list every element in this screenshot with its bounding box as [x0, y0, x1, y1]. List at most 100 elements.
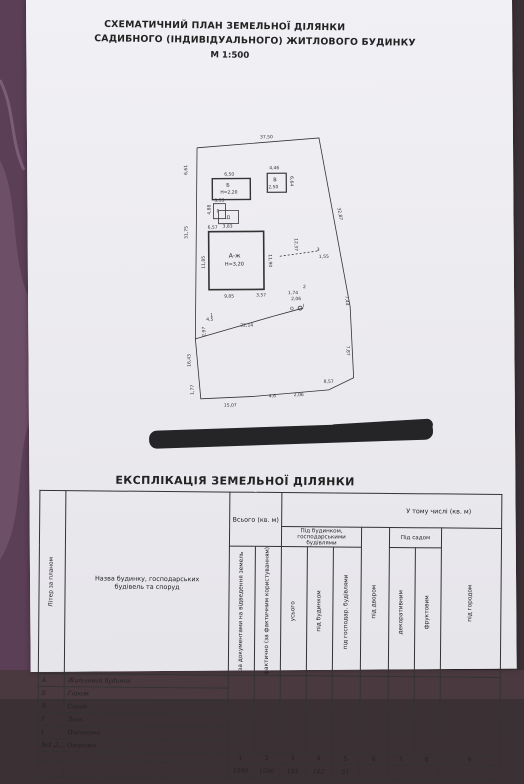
dim-g-top: 3,53 [214, 198, 224, 204]
total-yard [359, 764, 388, 780]
col-number: 9 [439, 754, 500, 766]
inner-boundary-line-2 [273, 307, 304, 317]
header-docs: за документами на відведення земель [228, 546, 256, 676]
fact-blank [253, 675, 281, 754]
building-d [218, 210, 239, 225]
dim-g-side: 4,88 [206, 205, 212, 215]
dim-bottom-right: 8,57 [324, 379, 334, 385]
row-letter: А [38, 673, 65, 687]
dim-b2-side: 6,64 [288, 176, 294, 186]
total-all: 193 [279, 763, 306, 779]
header-all: усього [280, 546, 308, 676]
col-number: 3 [279, 753, 306, 764]
header-built-group: Під будинком, господарськими будівлями [281, 526, 362, 548]
header-name: Назва будинку, господарських будівель та… [64, 490, 230, 676]
col-number: 2 [253, 753, 280, 764]
header-garden-group: Під садом [389, 527, 442, 548]
building-b [211, 177, 252, 201]
dim-misc4: 4,5 [206, 317, 213, 323]
dim-inner-small: 2,97 [201, 327, 207, 337]
dim-left-upper: 31,75 [184, 226, 190, 239]
dim-right-lower: 7,87 [344, 346, 350, 356]
label-house-height: Н=3,20 [225, 261, 244, 267]
label-num1: 1 [210, 313, 213, 319]
total-veg [439, 764, 500, 781]
label-e: I [303, 303, 304, 309]
dim-house-w: 9,85 [224, 294, 234, 300]
col-number: 1 [227, 753, 254, 764]
header-fact: фактично (за фактичним користуванням) [254, 546, 282, 676]
header-letter: Літер за планом [38, 490, 66, 674]
row-letter: Г [37, 712, 64, 726]
label-house: А-ж [229, 253, 241, 260]
col-number: 6 [359, 754, 388, 765]
inner-boundary-line [195, 315, 274, 340]
header-hh: під господар. будівлями [332, 546, 362, 677]
all-blank [279, 675, 307, 754]
cistern [297, 305, 303, 311]
site-plan-drawing: 37,50 31,75 16,43 1,77 32,87 7,44 7,87 1… [183, 134, 355, 409]
label-d: Д [227, 215, 231, 221]
fruit-blank [413, 676, 441, 755]
dim-house-bot: 3,57 [256, 292, 266, 298]
col-number: 4 [305, 753, 332, 764]
totals-blank [37, 761, 64, 777]
label-o: О [290, 306, 294, 312]
total-docs: 1590 [227, 763, 254, 779]
dim-house-side: 11,90 [267, 254, 273, 267]
house-blank [305, 675, 333, 754]
building-g [213, 203, 226, 220]
plot-boundary [194, 137, 355, 400]
dim-b1-w: 4,46 [269, 165, 279, 171]
row-letter: №1,2,3 [37, 738, 64, 752]
header-incl: У тому числі (кв. м) [281, 492, 502, 529]
dim-left-lower: 16,43 [186, 354, 192, 367]
dim-right-mid: 7,44 [343, 295, 350, 306]
veg-blank [439, 676, 501, 756]
document-sheet: СХЕМАТИЧНИЙ ПЛАН ЗЕМЕЛЬНОЇ ДІЛЯНКИ САДИБ… [26, 0, 517, 781]
dim-g-bot: 3,83 [223, 224, 233, 230]
row-letter: I [37, 725, 64, 739]
header-house: під будинком [306, 546, 334, 676]
dim-right-upper: 32,87 [335, 207, 343, 221]
docs-blank [227, 675, 255, 754]
dim-side-top: 6,61 [183, 165, 189, 175]
dim-bottom-mid: 4,6 [269, 393, 276, 399]
dim-side-mid: 12,37 [293, 238, 299, 251]
header-decor: декоративним [388, 547, 416, 677]
total-house: 142 [305, 763, 332, 779]
col-number: 5 [331, 753, 360, 765]
header-veg: під городом [440, 527, 502, 678]
col-number: 7 [387, 754, 414, 765]
dim-inner-line: 22,14 [240, 322, 253, 328]
explication-table: Літер за планом Назва будинку, господарс… [37, 490, 502, 781]
dim-misc3: 2,06 [291, 296, 301, 302]
label-v: В [273, 177, 277, 183]
dim-bottom-left: 15,07 [224, 403, 237, 409]
dim-top: 37,50 [260, 134, 273, 140]
building-v [266, 172, 287, 193]
total-decor [387, 764, 414, 780]
dim-b1-top: 6,50 [224, 172, 234, 178]
label-num2: 2 [303, 284, 306, 290]
total-fact: 1590 [253, 763, 280, 779]
dim-house-top: 6,57 [208, 225, 218, 231]
dim-house-h: 11,85 [201, 256, 207, 269]
col-number: 8 [413, 754, 440, 765]
yard-blank [359, 676, 389, 755]
explication-title: ЕКСПЛІКАЦІЯ ЗЕМЕЛЬНОЇ ДІЛЯНКИ [115, 473, 355, 489]
decor-blank [387, 676, 415, 755]
dim-left-small: 1,77 [190, 385, 196, 395]
label-b: Б [226, 183, 230, 189]
hh-blank [331, 675, 361, 755]
row-letter: В [37, 699, 65, 713]
dim-misc1: 1,55 [319, 254, 329, 260]
header-total: Всього (кв. м) [229, 492, 282, 547]
total-hh: 51 [331, 763, 360, 780]
label-num3: 3 [317, 247, 320, 253]
col-number-blank [37, 751, 64, 762]
totals-blank [63, 761, 228, 779]
dim-b2-bot: 2,50 [268, 184, 278, 190]
label-g: Г [216, 209, 219, 215]
header-fruit: фруктовим [414, 547, 442, 677]
